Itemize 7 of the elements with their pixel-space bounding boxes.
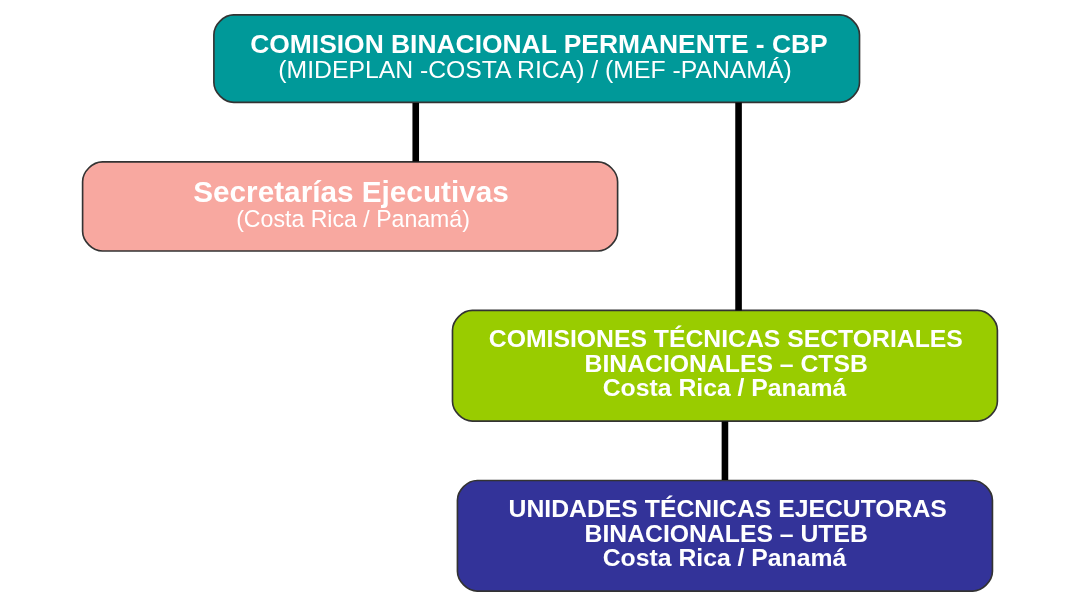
- connector: [735, 102, 742, 311]
- node-box: Secretarías Ejecutivas (Costa Rica / Panamá): [81, 161, 619, 252]
- node-box: UNIDADES TÉCNICAS EJECUTORAS BINACIONALES – UTEB Costa Rica / Panamá: [456, 479, 994, 592]
- connector: [412, 102, 420, 162]
- node-box: COMISION BINACIONAL PERMANENTE - CBP (MIDEPLAN -COSTA RICA) / (MEF -PANAMÁ): [213, 14, 861, 104]
- connector: [721, 421, 729, 480]
- node-box: COMISIONES TÉCNICAS SECTORIALES BINACIONALES – CTSB Costa Rica / Panamá: [451, 309, 999, 422]
